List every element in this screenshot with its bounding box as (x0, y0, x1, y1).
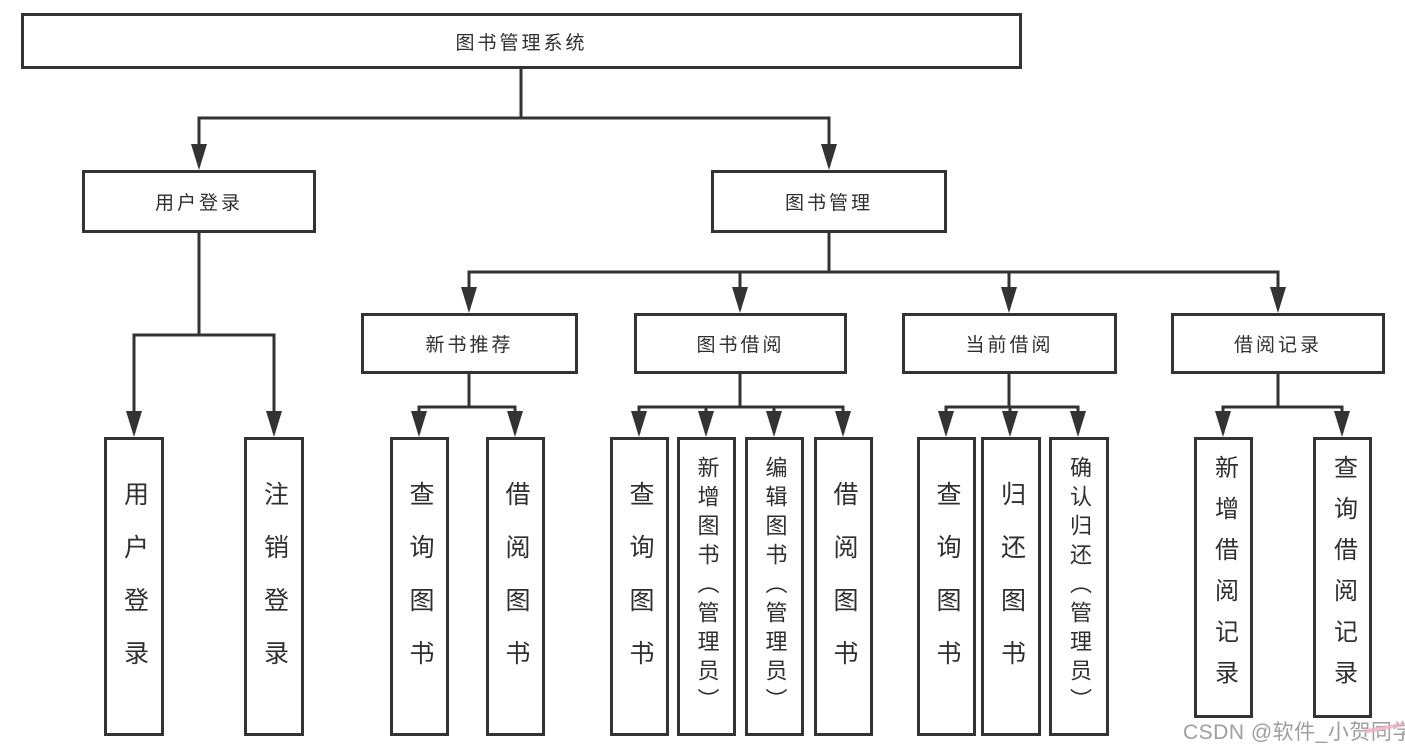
node-user-login-branch: 用户登录 (82, 170, 316, 233)
leaf-cb-return-books: 归还图书 (981, 437, 1041, 736)
node-book-management-branch: 图书管理 (711, 170, 947, 233)
leaf-nbr-query-books: 查询图书 (390, 437, 449, 736)
arrowheads (126, 144, 1350, 437)
leaf-cb-confirm-return-admin: 确认归还（管理员） (1049, 437, 1109, 736)
leaf-br-add-record: 新增借阅记录 (1194, 437, 1253, 718)
node-current-borrowing: 当前借阅 (902, 313, 1117, 374)
csdn-watermark: CSDN @软件_小贺同学 (1183, 721, 1405, 744)
leaf-user-login: 用户登录 (104, 437, 164, 736)
leaf-bb-edit-books-admin: 编辑图书（管理员） (745, 437, 804, 736)
leaf-br-query-record: 查询借阅记录 (1313, 437, 1372, 718)
node-borrowing-records: 借阅记录 (1171, 313, 1385, 374)
leaf-bb-add-books-admin: 新增图书（管理员） (677, 437, 736, 736)
node-new-book-recommend: 新书推荐 (361, 313, 578, 374)
leaf-bb-query-books: 查询图书 (610, 437, 669, 736)
leaf-bb-borrow-books: 借阅图书 (814, 437, 873, 736)
node-book-borrowing: 图书借阅 (634, 313, 847, 374)
node-root-system: 图书管理系统 (21, 13, 1022, 69)
leaf-cb-query-books: 查询图书 (917, 437, 976, 736)
leaf-nbr-borrow-books: 借阅图书 (486, 437, 545, 736)
leaf-logout: 注销登录 (244, 437, 304, 736)
